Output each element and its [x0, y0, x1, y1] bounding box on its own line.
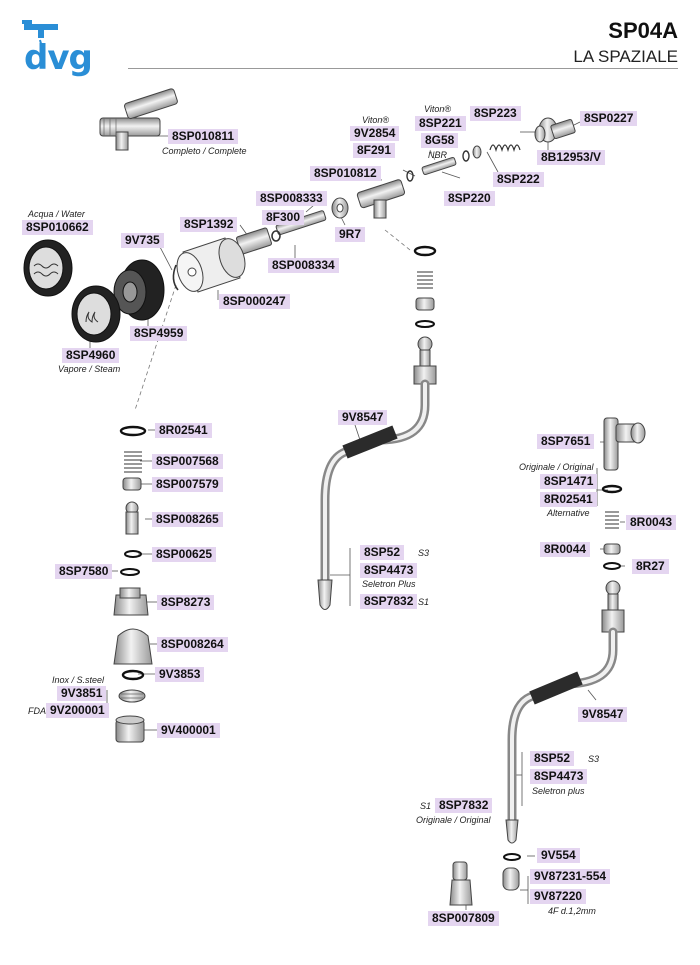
- oring-8f291: [406, 170, 414, 182]
- caption-seletron-center: Seletron Plus: [362, 579, 416, 589]
- knob-8sp000247: [176, 237, 246, 293]
- steam-pipe-right: [449, 417, 646, 906]
- part-label-8sp7832-center[interactable]: 8SP7832: [360, 594, 418, 609]
- caption-viton-2: Viton®: [362, 115, 389, 125]
- part-label-8sp7832-right[interactable]: 8SP7832: [435, 798, 493, 813]
- caption-complete: Completo / Complete: [162, 146, 247, 156]
- water-cap-8sp010662: [23, 239, 73, 297]
- part-label-8sp0227[interactable]: 8SP0227: [580, 111, 638, 126]
- caption-s3-center: S3: [418, 548, 430, 558]
- page-title: SP04A: [608, 18, 678, 43]
- clip-9v735: [172, 264, 179, 291]
- part-label-8g58[interactable]: 8G58: [421, 133, 459, 148]
- caption-s3-right: S3: [588, 754, 600, 764]
- part-label-9v8547-center[interactable]: 9V8547: [338, 410, 388, 425]
- header-divider: [128, 68, 678, 69]
- part-label-8sp010811[interactable]: 8SP010811: [168, 129, 239, 144]
- oring-8g58: [462, 150, 470, 162]
- part-label-8sp7651[interactable]: 8SP7651: [537, 434, 595, 449]
- dvg-logo: [18, 18, 108, 80]
- caption-wire: 4F d.1,2mm: [548, 906, 596, 916]
- part-label-8sp4959[interactable]: 8SP4959: [130, 326, 188, 341]
- part-label-8sp010662[interactable]: 8SP010662: [22, 220, 93, 235]
- part-label-9v87231-554[interactable]: 9V87231-554: [530, 869, 611, 884]
- part-label-9v735[interactable]: 9V735: [121, 233, 164, 248]
- part-label-8sp223[interactable]: 8SP223: [470, 106, 521, 121]
- caption-s1-right: S1: [420, 801, 432, 811]
- part-label-8sp010812[interactable]: 8SP010812: [310, 166, 381, 181]
- hose-sleeve: [342, 425, 398, 459]
- part-label-8sp007579[interactable]: 8SP007579: [152, 477, 223, 492]
- valve-assembly: [99, 88, 178, 151]
- caption-fda: FDA: [28, 706, 46, 716]
- caption-water: Acqua / Water: [28, 209, 85, 219]
- caption-s1-center: S1: [418, 597, 430, 607]
- part-label-9v3853[interactable]: 9V3853: [155, 667, 205, 682]
- part-label-9r7[interactable]: 9R7: [335, 227, 366, 242]
- pin-8sp220: [421, 156, 457, 176]
- part-label-8sp8273[interactable]: 8SP8273: [157, 595, 215, 610]
- part-label-8sp52-right[interactable]: 8SP52: [530, 751, 575, 766]
- faucet-icon: [22, 20, 58, 47]
- part-label-8r02541-right[interactable]: 8R02541: [540, 492, 597, 507]
- caption-seletron-right: Seletron plus: [532, 786, 585, 796]
- part-label-9v3851[interactable]: 9V3851: [57, 686, 107, 701]
- spring-8sp223: [489, 144, 521, 153]
- caption-inox: Inox / S.steel: [52, 675, 105, 685]
- part-label-8sp008264[interactable]: 8SP008264: [157, 637, 228, 652]
- part-label-9v8547-right[interactable]: 9V8547: [578, 707, 628, 722]
- page-subtitle: LA SPAZIALE: [573, 47, 678, 66]
- part-label-8sp4960[interactable]: 8SP4960: [62, 348, 120, 363]
- caption-steam: Vapore / Steam: [58, 364, 121, 374]
- valve-body-8sp010812: [356, 179, 406, 219]
- steam-cap-8sp4960: [71, 285, 121, 343]
- caption-originale-right: Originale / Original: [519, 462, 594, 472]
- part-label-8f291[interactable]: 8F291: [353, 143, 396, 158]
- part-label-8sp007568[interactable]: 8SP007568: [152, 454, 223, 469]
- part-label-9v200001[interactable]: 9V200001: [46, 703, 109, 718]
- part-label-9v400001[interactable]: 9V400001: [157, 723, 220, 738]
- part-label-8r0043[interactable]: 8R0043: [626, 515, 677, 530]
- part-label-8sp7580[interactable]: 8SP7580: [55, 564, 113, 579]
- part-label-8sp221[interactable]: 8SP221: [415, 116, 466, 131]
- part-label-8sp4473-right[interactable]: 8SP4473: [530, 769, 588, 784]
- caption-nbr: NBR: [428, 150, 448, 160]
- alignment-lines: [134, 149, 441, 411]
- part-label-8b12953v[interactable]: 8B12953/V: [537, 150, 606, 165]
- part-label-9v554[interactable]: 9V554: [537, 848, 580, 863]
- caption-alternative: Alternative: [547, 508, 590, 518]
- steam-pipe-center: [317, 245, 437, 610]
- part-label-8r0044[interactable]: 8R0044: [540, 542, 591, 557]
- fitting-8sp0227: [534, 117, 576, 143]
- part-label-8sp007809[interactable]: 8SP007809: [428, 911, 499, 926]
- left-stack: [113, 425, 153, 743]
- part-label-8sp1471[interactable]: 8SP1471: [540, 474, 598, 489]
- part-label-8sp00625[interactable]: 8SP00625: [152, 547, 217, 562]
- part-label-8sp1392[interactable]: 8SP1392: [180, 217, 238, 232]
- part-label-8f300[interactable]: 8F300: [262, 210, 305, 225]
- part-label-8r27[interactable]: 8R27: [632, 559, 669, 574]
- part-label-8sp008334[interactable]: 8SP008334: [268, 258, 339, 273]
- part-label-9v2854[interactable]: 9V2854: [350, 126, 400, 141]
- washer-8sp222: [472, 145, 482, 159]
- knob-8sp4959: [113, 259, 165, 321]
- part-label-8sp4473-center[interactable]: 8SP4473: [360, 563, 418, 578]
- part-label-8sp008265[interactable]: 8SP008265: [152, 512, 223, 527]
- caption-viton-1: Viton®: [424, 104, 451, 114]
- part-label-8r02541-left[interactable]: 8R02541: [155, 423, 212, 438]
- part-label-8sp220[interactable]: 8SP220: [444, 191, 495, 206]
- part-label-8sp52-center[interactable]: 8SP52: [360, 545, 405, 560]
- part-label-8sp000247[interactable]: 8SP000247: [219, 294, 290, 309]
- part-label-9v87220[interactable]: 9V87220: [530, 889, 587, 904]
- logo-text: dvg: [24, 38, 93, 78]
- caption-originale-bottom: Originale / Original: [416, 815, 491, 825]
- part-label-8sp222[interactable]: 8SP222: [493, 172, 544, 187]
- part-label-8sp008333[interactable]: 8SP008333: [256, 191, 327, 206]
